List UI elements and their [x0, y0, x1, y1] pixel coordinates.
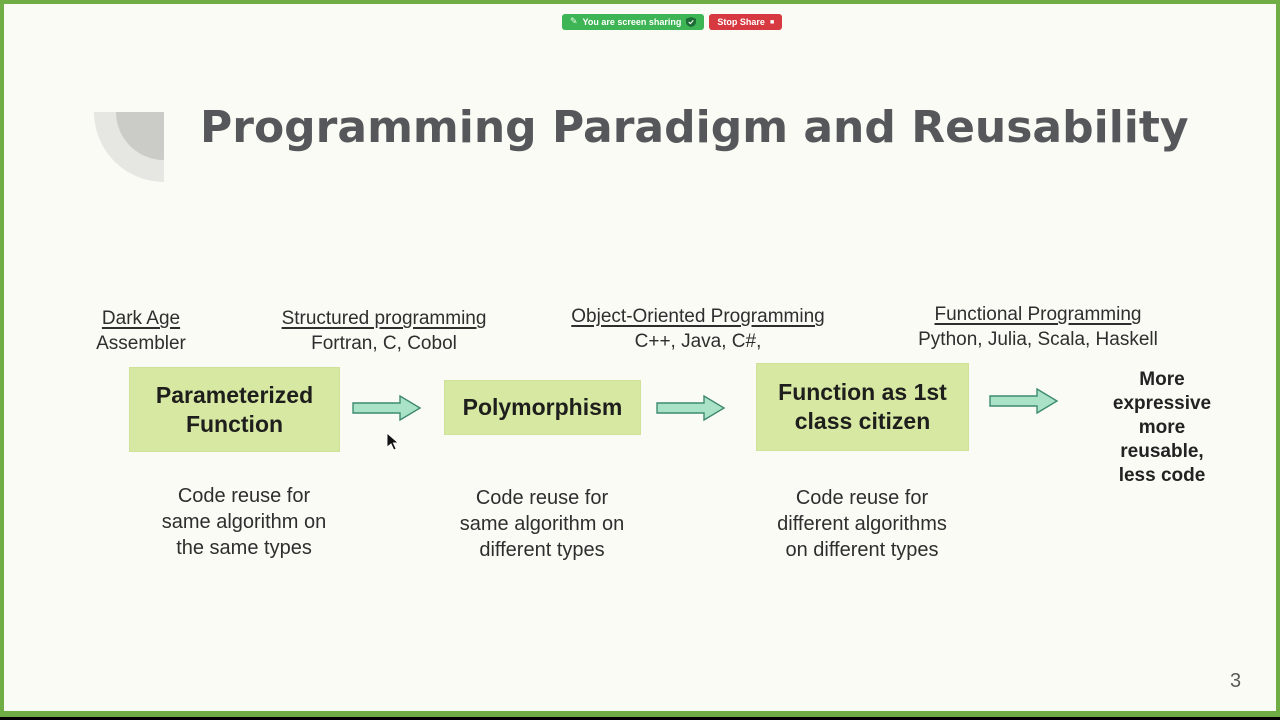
arrow-right-icon [989, 387, 1059, 415]
slide-logo [94, 112, 164, 182]
annotate-pencil-icon[interactable]: ✎ [570, 15, 578, 26]
caption-polymorphism: Code reuse for same algorithm on differe… [459, 487, 625, 561]
caption-function-first-class: Code reuse for different algorithms on d… [777, 487, 947, 561]
languages-object-oriented: C++, Java, C#, [634, 331, 762, 352]
outcome-note: More expressive more reusable, less code [1112, 369, 1212, 486]
era-dark-age: Dark Age [101, 308, 181, 329]
mouse-cursor [386, 432, 399, 451]
arrow-right-icon [352, 394, 422, 422]
paradigm-box-function-first-class: Function as 1st class citizen [756, 363, 969, 451]
era-structured: Structured programming [281, 308, 487, 329]
languages-functional: Python, Julia, Scala, Haskell [918, 329, 1158, 350]
security-shield-icon[interactable] [686, 17, 697, 27]
era-functional: Functional Programming [934, 304, 1142, 325]
paradigm-box-parameterized-function: Parameterized Function [129, 367, 340, 452]
stop-share-label: Stop Share [717, 17, 765, 27]
screen-share-toolbar: ✎ You are screen sharing Stop Share ■ [562, 14, 783, 30]
slide-title: Programming Paradigm and Reusability [200, 102, 1189, 153]
stop-square-icon: ■ [769, 18, 775, 26]
page-number: 3 [1230, 670, 1242, 692]
screen-sharing-label: You are screen sharing [582, 17, 682, 27]
paradigm-box-polymorphism: Polymorphism [444, 380, 641, 435]
era-object-oriented: Object-Oriented Programming [571, 306, 825, 327]
caption-parameterized-function: Code reuse for same algorithm on the sam… [161, 485, 327, 559]
stop-share-button[interactable]: Stop Share ■ [709, 14, 783, 30]
arrow-right-icon [656, 394, 726, 422]
languages-structured: Fortran, C, Cobol [311, 333, 457, 354]
languages-dark-age: Assembler [96, 333, 186, 354]
screen-sharing-indicator[interactable]: ✎ You are screen sharing [562, 14, 705, 30]
